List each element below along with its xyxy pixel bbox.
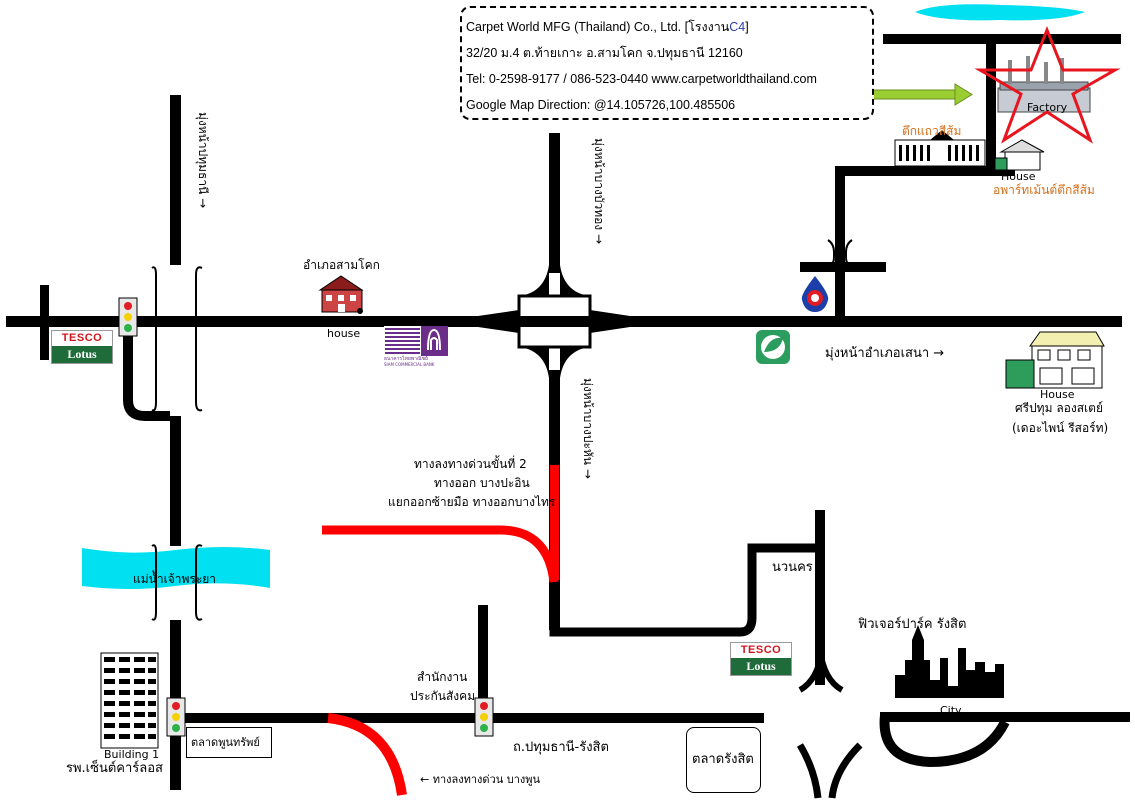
google-map-direction: Google Map Direction: @14.105726,100.485… <box>466 98 736 112</box>
river-top <box>915 4 1085 21</box>
poonsap-market-label: ตลาดพูนทรัพย์ <box>191 736 260 749</box>
rangsit-market-box: ตลาดรังสิต <box>686 727 761 793</box>
samkhok-district-label: อำเภอสามโคก <box>303 258 380 272</box>
expressway-ramp <box>322 525 559 583</box>
hospital-label: รพ.เซ็นต์คาร์ลอส <box>66 761 163 776</box>
house-icon <box>994 139 1045 171</box>
apartment-label: อพาร์ทเม้นต์ตึกสีส้ม <box>993 183 1095 197</box>
expressway-label-3: แยกออกซ้ายมือ ทางออกบางไทร <box>388 495 556 509</box>
expressway-bangpoon <box>327 713 407 796</box>
tesco-lotus-right: TESCO Lotus <box>730 642 792 676</box>
expressway-label-2: ทางออก บางปะอิน <box>434 476 530 490</box>
company-address: 32/20 ม.4 ต.ท้ายเกาะ อ.สามโคก จ.ปทุมธานี… <box>466 46 743 60</box>
ptt-gas-station-icon <box>801 276 829 312</box>
house-top-label: House <box>1001 170 1036 183</box>
tesco-lotus-left: TESCO Lotus <box>51 330 113 364</box>
nawanakorn-label: นวนคร <box>772 560 813 575</box>
company-name: Carpet World MFG (Thailand) Co., Ltd. [โ… <box>466 20 749 34</box>
north-road <box>549 133 560 273</box>
road-west-vertical <box>170 95 181 265</box>
future-park-label: ฟิวเจอร์ปาร์ค รังสิต <box>858 617 967 632</box>
company-contact: Tel: 0-2598-9177 / 086-523-0440 www.carp… <box>466 72 817 86</box>
traffic-light-icon <box>474 697 494 737</box>
pathum-rangsit-road <box>176 713 764 723</box>
house-right-label: House <box>1040 388 1075 401</box>
resort-label-1: ศรีปทุม ลองสเตย์ <box>1015 401 1103 415</box>
city-label: City <box>940 704 962 717</box>
bank-name-label: ธนาคารไทยพาณิชย์ <box>384 356 428 362</box>
traffic-light-icon <box>166 697 186 737</box>
bridge-top <box>151 266 203 621</box>
bank-sub-label: SIAM COMMERCIAL BANK <box>384 362 435 367</box>
orange-building-label: ตึกแถวสีส้ม <box>902 124 962 138</box>
insurance-label-1: สำนักงาน <box>417 670 468 684</box>
to-bangpahan-label: มุ่งหน้าบางปะหัน → <box>581 378 595 479</box>
company-info-box: Carpet World MFG (Thailand) Co., Ltd. [โ… <box>460 6 874 120</box>
to-bangbuathong-label: มุ่งหน้าบางบัวทอง → <box>592 138 606 245</box>
expressway-label-1: ทางลงทางด่วนขั้นที่ 2 <box>414 457 527 471</box>
house-icon <box>1005 331 1105 389</box>
road-rangsit-label: ถ.ปทุมธานี-รังสิต <box>513 740 609 755</box>
insurance-label-2: ประกันสังคม <box>410 689 476 703</box>
to-pathum-left-label: มุ่งหน้าปทุมธานี → <box>196 112 210 209</box>
star-marker-icon <box>974 25 1121 144</box>
house-icon <box>318 275 364 314</box>
building-label: Building 1 <box>104 748 160 761</box>
river-label: แม่น้ำเจ้าพระยา <box>133 572 217 586</box>
to-sena-label: มุ่งหน้าอำเภอเสนา → <box>825 346 945 361</box>
bank-logo-icon <box>384 326 448 356</box>
factory-label: Factory <box>1027 101 1068 114</box>
poonsap-market-box: ตลาดพูนทรัพย์ <box>186 727 272 758</box>
resort-label-2: (เดอะไพน์ รีสอร์ท) <box>1012 421 1109 435</box>
building-icon <box>894 130 986 167</box>
house-mid-label: house <box>327 327 361 340</box>
river-chaophraya <box>82 547 270 589</box>
rangsit-market-label: ตลาดรังสิต <box>692 752 754 767</box>
bangchak-gas-station-icon <box>756 330 790 364</box>
exp-bangpoon-label: ← ทางลงทางด่วน บางพูน <box>420 773 541 786</box>
traffic-light-icon <box>118 297 138 337</box>
city-skyline-icon <box>895 625 1004 698</box>
building-icon <box>100 652 159 749</box>
direction-arrow-icon <box>872 83 973 106</box>
